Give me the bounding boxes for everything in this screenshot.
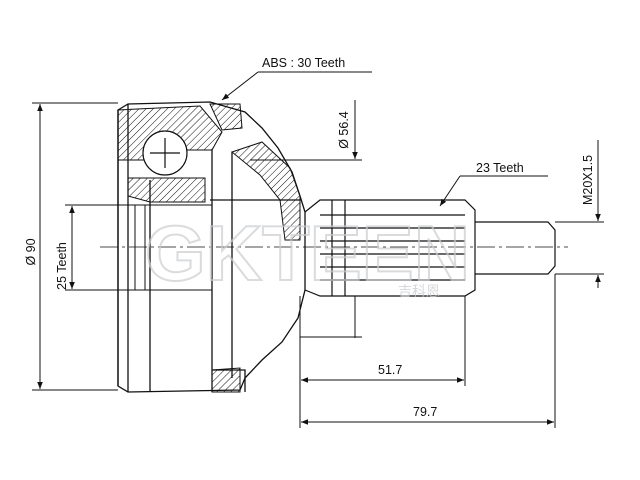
seat-diameter-label: Ø 56.4 bbox=[337, 111, 351, 149]
thread-label: M20X1.5 bbox=[581, 155, 595, 205]
dim-outer-diameter bbox=[32, 102, 118, 391]
stem bbox=[304, 199, 476, 297]
ball bbox=[142, 130, 188, 176]
boot-section-bottom bbox=[211, 367, 241, 393]
inner-spline-label: 25 Teeth bbox=[55, 242, 69, 290]
dim-seat-diameter bbox=[250, 100, 362, 338]
watermark-brand: GKTEEN bbox=[145, 209, 470, 297]
thread-pin bbox=[475, 221, 556, 275]
abs-ring-section bbox=[209, 103, 243, 131]
outer-diameter-label: Ø 90 bbox=[24, 238, 38, 265]
dim-inner-spline bbox=[65, 204, 128, 291]
dim-lengths bbox=[299, 274, 556, 428]
outer-spline-label: 23 Teeth bbox=[476, 161, 524, 175]
housing-wall-section bbox=[230, 141, 301, 241]
inner-race-section bbox=[127, 177, 206, 203]
dim-thread bbox=[555, 140, 604, 288]
total-length-label: 79.7 bbox=[413, 405, 437, 419]
abs-label: ABS : 30 Teeth bbox=[262, 56, 345, 70]
inner-bore bbox=[128, 204, 212, 291]
outer-spline-leader bbox=[439, 175, 548, 207]
spline-length-label: 51.7 bbox=[378, 363, 402, 377]
watermark-cjk: 吉科恩 bbox=[398, 283, 440, 299]
abs-leader bbox=[221, 71, 372, 101]
